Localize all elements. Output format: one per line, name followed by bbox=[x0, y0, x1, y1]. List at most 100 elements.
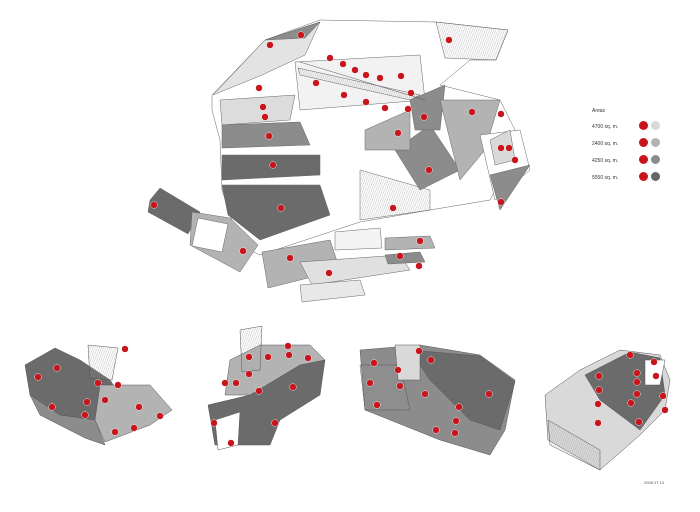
plan-zone-10 bbox=[359, 169, 431, 221]
plan-zone-23 bbox=[334, 227, 383, 251]
marker-dot bbox=[326, 54, 334, 62]
plan-zone-20 bbox=[299, 279, 366, 303]
marker-dot bbox=[633, 378, 641, 386]
marker-dot bbox=[312, 79, 320, 87]
marker-dot-icon bbox=[639, 155, 648, 164]
legend-swatch bbox=[651, 138, 660, 147]
marker-dot bbox=[415, 262, 423, 270]
marker-dot bbox=[485, 390, 493, 398]
marker-dot bbox=[81, 411, 89, 419]
plan-zone-19 bbox=[299, 254, 411, 286]
plan-zone-3 bbox=[435, 21, 509, 61]
marker-dot bbox=[626, 351, 634, 359]
marker-dot bbox=[594, 400, 602, 408]
marker-dot bbox=[396, 382, 404, 390]
marker-dot bbox=[497, 198, 505, 206]
marker-dot bbox=[594, 419, 602, 427]
marker-dot bbox=[121, 345, 129, 353]
marker-dot bbox=[505, 144, 513, 152]
legend: Areas 4700 sq. m. 2400 sq. m. 4250 sq. m… bbox=[592, 108, 672, 188]
marker-dot bbox=[650, 358, 658, 366]
marker-dot bbox=[595, 372, 603, 380]
marker-dot bbox=[94, 379, 102, 387]
legend-item-label: 2400 sq. m. bbox=[592, 141, 619, 147]
marker-dot bbox=[286, 254, 294, 262]
marker-dot bbox=[269, 161, 277, 169]
marker-dot bbox=[511, 156, 519, 164]
marker-dot bbox=[389, 204, 397, 212]
marker-dot bbox=[156, 412, 164, 420]
marker-dot bbox=[427, 356, 435, 364]
marker-dot bbox=[420, 113, 428, 121]
axon-view-4 bbox=[544, 349, 671, 471]
legend-item-2: 2400 sq. m. bbox=[592, 137, 672, 154]
marker-dot bbox=[150, 201, 158, 209]
marker-dot bbox=[381, 104, 389, 112]
marker-dot-icon bbox=[639, 172, 648, 181]
marker-dot bbox=[245, 370, 253, 378]
legend-item-4: 5550 sq. m. bbox=[592, 171, 672, 188]
marker-dot bbox=[421, 390, 429, 398]
legend-item-1: 4700 sq. m. bbox=[592, 120, 672, 137]
marker-dot bbox=[497, 144, 505, 152]
plan-view bbox=[147, 19, 531, 303]
marker-dot bbox=[284, 342, 292, 350]
legend-title: Areas bbox=[592, 108, 606, 114]
marker-dot bbox=[339, 60, 347, 68]
marker-dot bbox=[101, 396, 109, 404]
marker-dot bbox=[633, 369, 641, 377]
axon-view-2 bbox=[207, 325, 326, 451]
legend-item-label: 4700 sq. m. bbox=[592, 124, 619, 130]
marker-dot bbox=[265, 132, 273, 140]
marker-dot bbox=[425, 166, 433, 174]
marker-dot bbox=[340, 91, 348, 99]
legend-swatch bbox=[651, 121, 660, 130]
marker-dot bbox=[210, 419, 218, 427]
plan-zone-12 bbox=[364, 109, 411, 151]
legend-item-label: 4250 sq. m. bbox=[592, 158, 619, 164]
marker-dot bbox=[595, 386, 603, 394]
marker-dot bbox=[497, 110, 505, 118]
legend-swatch bbox=[651, 172, 660, 181]
marker-dot bbox=[266, 41, 274, 49]
plan-zone-2 bbox=[264, 21, 321, 41]
marker-dot bbox=[221, 379, 229, 387]
marker-dot-icon bbox=[639, 121, 648, 130]
marker-dot bbox=[239, 247, 247, 255]
marker-dot bbox=[111, 428, 119, 436]
legend-item-label: 5550 sq. m. bbox=[592, 175, 619, 181]
plan-zone-13 bbox=[409, 84, 446, 131]
marker-dot bbox=[277, 204, 285, 212]
marker-dot bbox=[659, 392, 667, 400]
marker-dot bbox=[48, 403, 56, 411]
marker-dot bbox=[289, 383, 297, 391]
plan-arm-left-inner bbox=[191, 217, 229, 253]
marker-dot bbox=[53, 364, 61, 372]
marker-dot bbox=[468, 108, 476, 116]
marker-dot bbox=[362, 71, 370, 79]
plan-ramp bbox=[299, 61, 426, 101]
marker-dot bbox=[34, 373, 42, 381]
marker-dot bbox=[376, 74, 384, 82]
marker-dot bbox=[627, 399, 635, 407]
marker-dot bbox=[351, 66, 359, 74]
marker-dot bbox=[635, 418, 643, 426]
marker-dot bbox=[285, 351, 293, 359]
marker-dot bbox=[362, 98, 370, 106]
plan-zone-6 bbox=[219, 94, 296, 126]
marker-dot bbox=[404, 105, 412, 113]
marker-dot bbox=[232, 379, 240, 387]
marker-dot bbox=[325, 269, 333, 277]
marker-dot bbox=[304, 354, 312, 362]
marker-dot bbox=[245, 353, 253, 361]
marker-dot bbox=[652, 372, 660, 380]
axon-view-3 bbox=[359, 344, 516, 456]
axon-view-1 bbox=[24, 344, 173, 446]
marker-dot bbox=[264, 353, 272, 361]
marker-dot bbox=[633, 390, 641, 398]
marker-dot bbox=[432, 426, 440, 434]
marker-dot bbox=[271, 419, 279, 427]
marker-dot bbox=[255, 387, 263, 395]
marker-dot bbox=[451, 429, 459, 437]
